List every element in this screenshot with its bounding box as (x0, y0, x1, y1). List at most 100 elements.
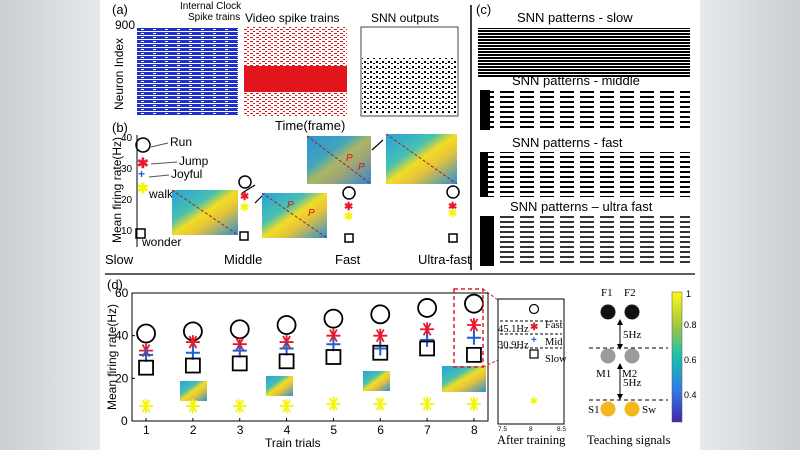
matrix-ultra-fast-diagonal (385, 133, 458, 185)
matrix-ultra-fast (386, 134, 457, 184)
teach-node-f1: F1 (601, 287, 613, 299)
x-tick-label: 2 (190, 423, 197, 437)
panel-a-x-label: Time(frame) (275, 118, 345, 133)
data-point-plus-series-2 (373, 341, 388, 356)
data-point-plus-series-2 (326, 337, 341, 352)
pattern-ultra-fast (480, 216, 690, 266)
data-point-square-series-3 (466, 346, 482, 363)
chart-marks (136, 293, 484, 414)
middle-markers: ✱ ✱ (238, 175, 252, 241)
data-point-square-series-3 (184, 357, 201, 374)
action-label-run: Run (170, 135, 192, 149)
x-tick-label: 4 (284, 423, 291, 437)
matrix-fast-mark: P (346, 153, 353, 164)
svg-text:✱: ✱ (240, 202, 249, 214)
panel-c-title-fast: SNN patterns - fast (512, 135, 623, 150)
after-tick: 8 (529, 426, 533, 433)
panel-c-title-slow: SNN patterns - slow (517, 10, 633, 25)
x-tick-label: 3 (237, 423, 244, 437)
after-walk-asterisk: ✱ (530, 396, 538, 406)
slow-run-circle (135, 137, 151, 153)
after-mid-plus: + (531, 335, 537, 346)
node-sw (624, 401, 640, 417)
figure-canvas: (a) 900 Neuron Index Internal Clock Spik… (105, 1, 697, 450)
threshold-label-low: 30.9Hz (498, 340, 529, 351)
svg-text:✱: ✱ (344, 201, 353, 213)
panel-a-title-snn: SNN outputs (371, 11, 439, 25)
data-point-asterisk-series-4 (279, 399, 294, 414)
data-point-plus-series-2 (232, 343, 247, 358)
data-point-circle-series-0 (323, 308, 344, 329)
after-slow-square (529, 349, 539, 359)
node-m2 (624, 348, 640, 364)
panel-a-title-video: Video spike trains (245, 11, 340, 25)
inset-matrix (363, 371, 390, 391)
matrix-middle-mark: P (308, 208, 315, 219)
svg-text:✱: ✱ (240, 191, 249, 203)
data-point-plus-series-2 (466, 330, 481, 345)
chart-y-label: Mean firing rate(Hz) (105, 304, 119, 410)
data-point-asterisk-series-1 (373, 328, 388, 343)
gap-label-lower: 5Hz (623, 377, 641, 389)
y-tick-label: 40 (115, 329, 129, 343)
teach-node-m2: M2 (622, 368, 637, 380)
y-tick-label: 20 (115, 371, 129, 385)
colorbar-tick: 0.4 (684, 390, 697, 400)
node-s1 (600, 401, 616, 417)
panel-b-y-tick: 20 (121, 195, 133, 206)
panel-a-y-label: Neuron Index (112, 38, 126, 110)
data-point-asterisk-series-1 (466, 318, 481, 332)
raster-snn-outputs (362, 58, 457, 113)
data-point-asterisk-series-4 (466, 396, 481, 411)
teach-node-m1: M1 (596, 368, 611, 380)
data-point-plus-series-2 (420, 332, 435, 347)
svg-text:✱: ✱ (448, 201, 457, 213)
data-point-circle-series-0 (136, 323, 156, 344)
matrix-middle-mark: P (287, 200, 294, 211)
speed-label-fast: Fast (335, 252, 361, 267)
panel-c-label: (c) (476, 2, 491, 17)
data-point-asterisk-series-4 (185, 399, 200, 414)
node-m1 (600, 348, 616, 364)
highlight-connector (482, 359, 499, 368)
data-point-asterisk-series-1 (420, 322, 435, 337)
threshold-label-high: 45.1Hz (498, 324, 529, 335)
svg-text:✱: ✱ (448, 208, 457, 220)
after-tick: 7.5 (498, 426, 507, 433)
node-f2 (624, 304, 640, 320)
inset-matrix (180, 381, 207, 401)
data-point-square-series-3 (231, 355, 248, 372)
node-f1 (600, 304, 616, 320)
teaching-signals-label: Teaching signals (587, 433, 671, 447)
panel-c-title-ultra-fast: SNN patterns – ultra fast (510, 199, 653, 214)
action-label-joyful: Joyful (171, 167, 202, 181)
data-point-plus-series-2 (279, 341, 294, 356)
teach-node-sw: Sw (642, 404, 656, 416)
slow-joyful-plus: + (138, 167, 145, 181)
chart-x-label: Train trials (265, 436, 321, 450)
action-label-walk: walk (148, 187, 174, 201)
data-point-circle-series-0 (229, 319, 250, 340)
matrix-middle-diagonal (261, 192, 328, 239)
after-training-label: After training (497, 433, 566, 447)
colorbar-tick: 1 (686, 289, 691, 299)
panel-a-label: (a) (112, 2, 128, 17)
data-point-asterisk-series-4 (326, 396, 341, 411)
after-fast-asterisk: ✱ (530, 322, 539, 333)
y-tick-label: 0 (121, 414, 128, 428)
pattern-fast (480, 152, 690, 197)
panel-b-y-tick: 30 (121, 164, 133, 175)
panel-a-title-clock-2: Spike trains (188, 12, 240, 23)
data-point-square-series-3 (138, 359, 154, 376)
pattern-slow (478, 28, 690, 78)
pattern-middle (480, 90, 690, 130)
slow-walk-asterisk: ✱ (137, 180, 149, 196)
pointer-line-run (150, 142, 169, 148)
inset-matrix (266, 376, 293, 396)
pointer-line-jump (150, 161, 178, 165)
matrix-fast-diagonal (306, 135, 372, 185)
data-point-plus-series-2 (185, 345, 200, 360)
data-point-asterisk-series-1 (326, 328, 341, 343)
